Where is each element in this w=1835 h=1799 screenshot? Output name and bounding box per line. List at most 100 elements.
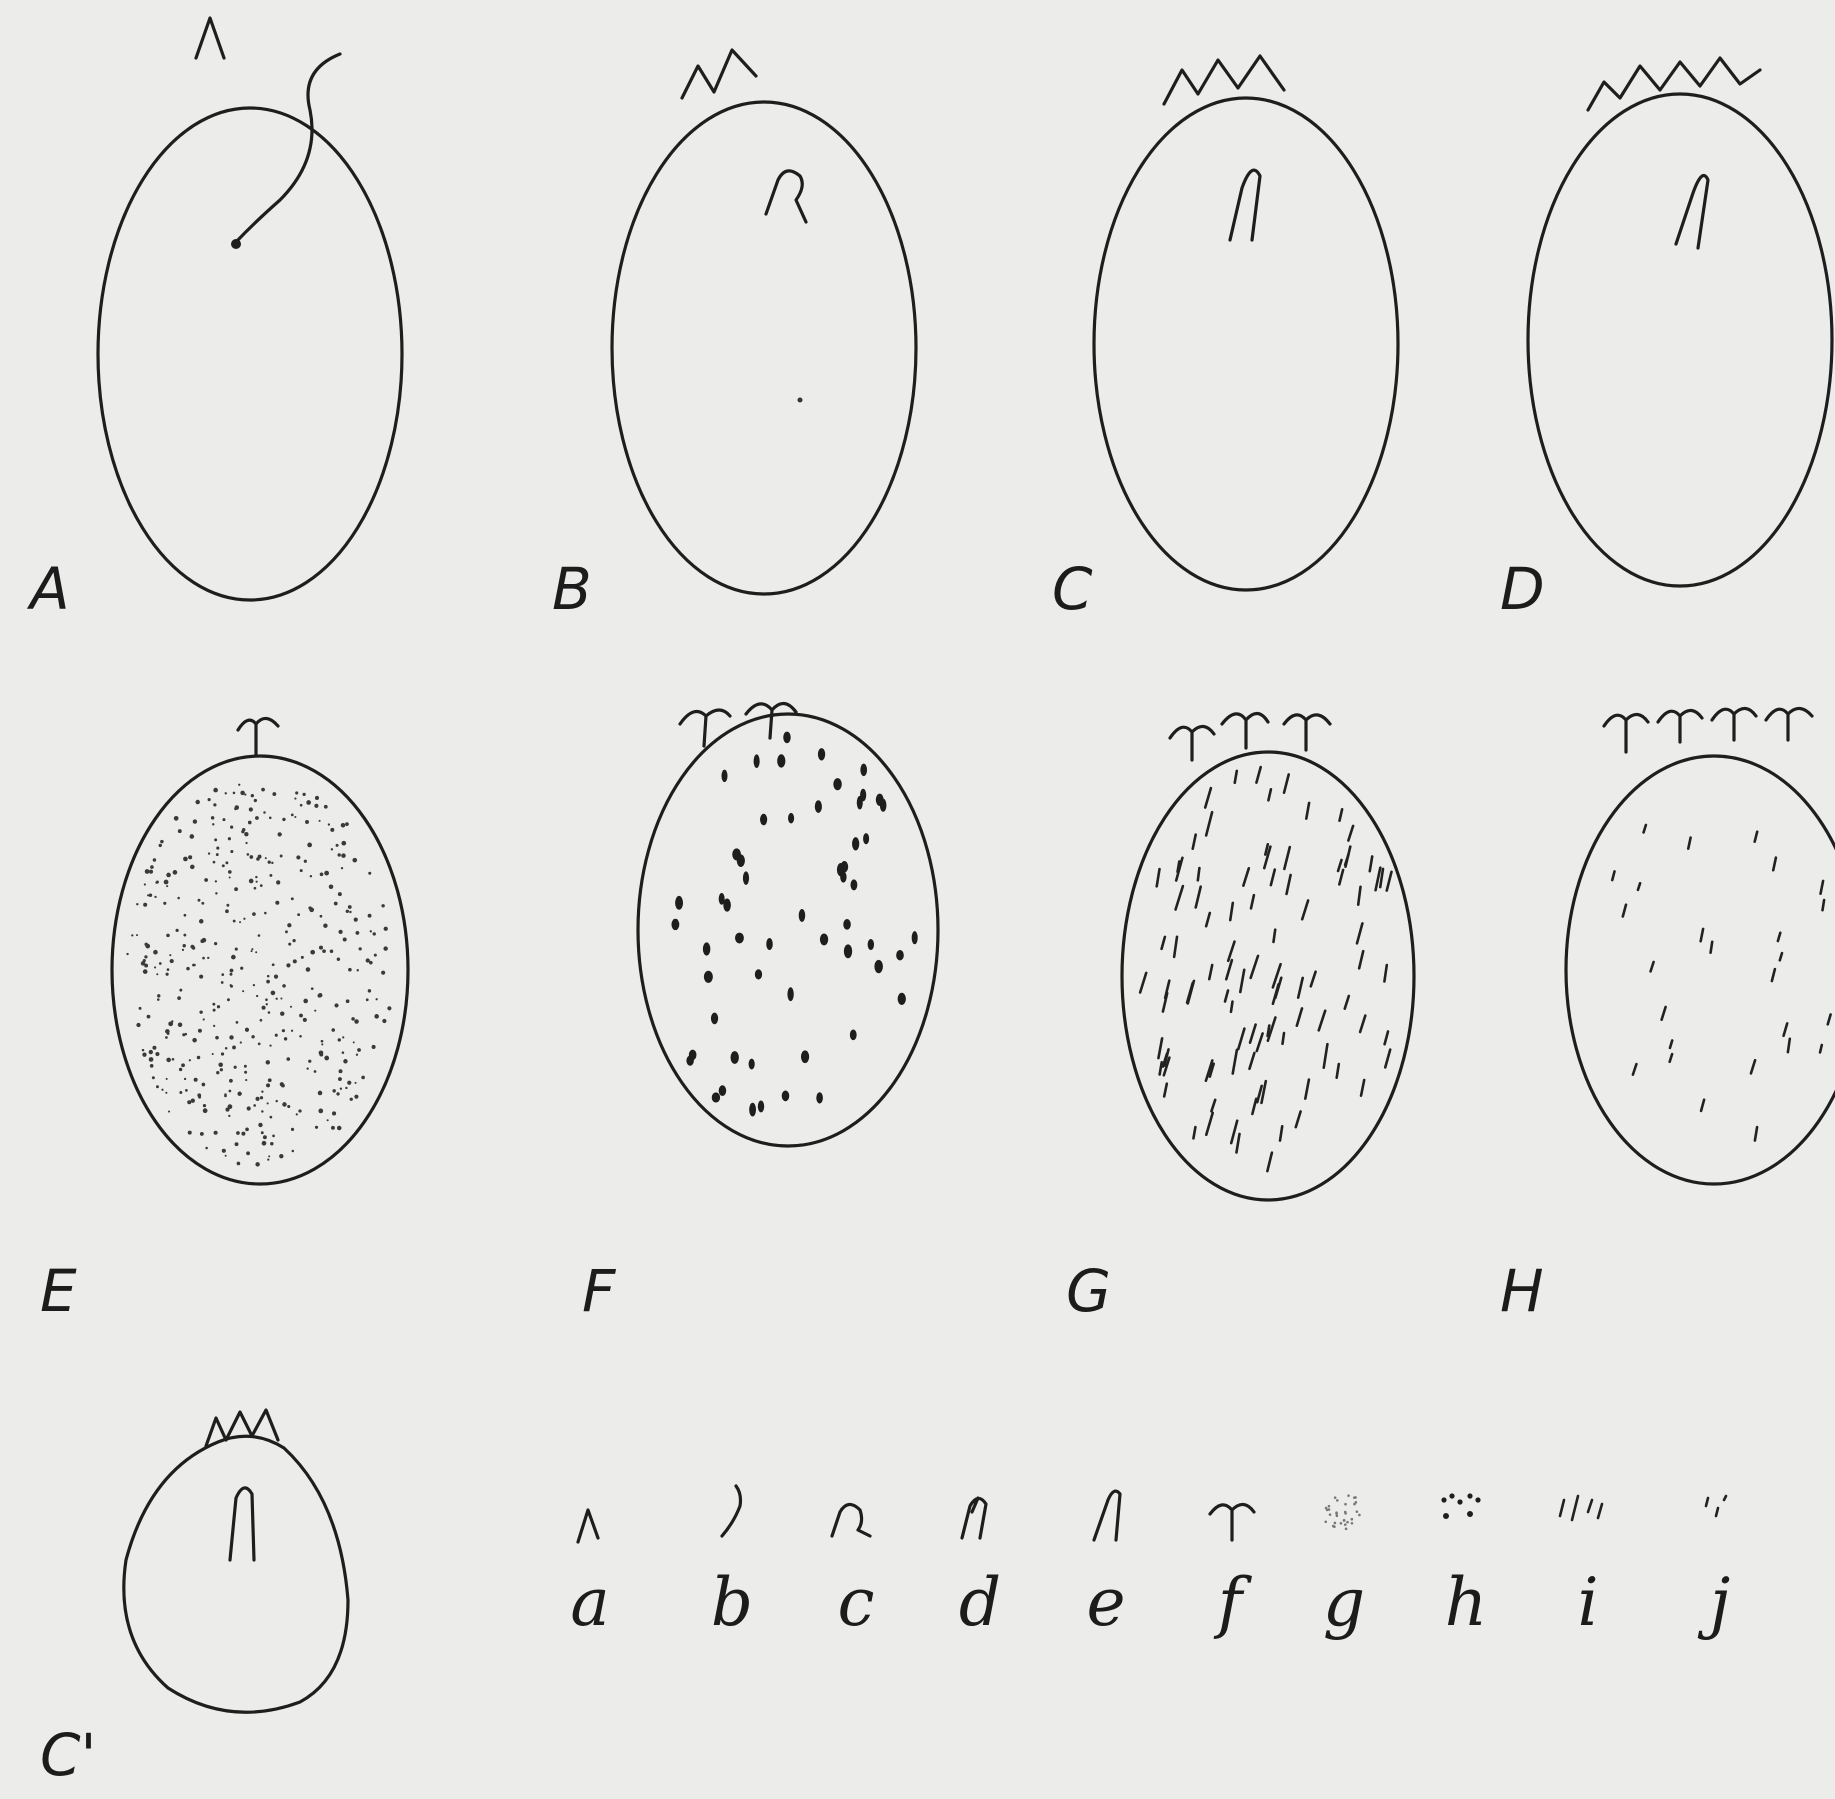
texture-dot [1335, 1512, 1338, 1515]
texture-dot [265, 857, 267, 859]
key-symbol-a [578, 1510, 598, 1542]
texture-dot [731, 1051, 739, 1064]
texture-dot [844, 944, 852, 958]
key-symbol-c [832, 1504, 870, 1536]
key-symbol-d [962, 1498, 986, 1538]
texture-dash [1211, 1100, 1215, 1112]
texture-dot [198, 1029, 202, 1033]
texture-dot [217, 1005, 220, 1008]
texture-dash [1612, 871, 1614, 880]
key-symbol-g [1324, 1494, 1360, 1530]
texture-dot [172, 1058, 175, 1061]
texture-dot [898, 993, 906, 1005]
texture-dot [857, 796, 863, 810]
texture-dot [350, 1098, 353, 1101]
texture-dot [1344, 1512, 1347, 1515]
texture-dot [324, 805, 328, 809]
texture-dot [178, 1023, 182, 1027]
key-letter-e: e [1076, 1570, 1136, 1636]
texture-dot [361, 1076, 365, 1080]
texture-dot [1334, 1496, 1337, 1499]
texture-dot [229, 876, 231, 878]
texture-dot [245, 1079, 247, 1081]
texture-dot [150, 1064, 154, 1068]
texture-dot [255, 951, 257, 953]
texture-dash [1651, 962, 1654, 971]
texture-dot [288, 943, 291, 946]
texture-dot [214, 1131, 218, 1135]
texture-dash [1256, 767, 1260, 782]
texture-dot [278, 832, 282, 836]
texture-dot [368, 989, 371, 992]
key-letter-h: h [1436, 1570, 1496, 1636]
texture-dot [233, 792, 236, 795]
texture-dot [343, 1059, 347, 1063]
texture-dot [268, 1011, 271, 1014]
texture-dot [280, 1082, 284, 1086]
texture-dash [1780, 953, 1782, 960]
texture-dot [291, 1128, 294, 1131]
texture-dot [1346, 1521, 1349, 1524]
texture-dot [374, 1014, 379, 1019]
texture-dot [743, 871, 749, 885]
texture-dot [157, 998, 160, 1001]
texture-dash [1298, 978, 1303, 998]
texture-dot [178, 829, 182, 833]
texture-dot [1336, 1499, 1339, 1502]
texture-dot [1343, 1519, 1346, 1522]
texture-dot [347, 1081, 351, 1085]
texture-dot [327, 1119, 329, 1121]
texture-dot [251, 1035, 254, 1038]
texture-dot [153, 950, 158, 955]
texture-dot [249, 807, 253, 811]
texture-dash [1193, 835, 1196, 849]
texture-dot [287, 923, 291, 927]
texture-dot [200, 1132, 204, 1136]
texture-dot [190, 834, 195, 839]
texture-dot [300, 804, 303, 807]
texture-dot [203, 1108, 208, 1113]
panel-label-d: D [1500, 560, 1545, 618]
texture-dot [671, 919, 679, 930]
texture-dot [1353, 1503, 1356, 1506]
texture-dot [383, 946, 387, 950]
texture-dot [315, 796, 319, 800]
texture-dot [253, 984, 255, 986]
texture-dot [382, 1019, 386, 1023]
texture-dot [169, 954, 171, 956]
texture-dash [1670, 1054, 1672, 1062]
texture-dot [154, 966, 156, 968]
texture-dot [237, 1092, 241, 1096]
texture-dot [840, 871, 846, 882]
texture-dot [145, 869, 150, 874]
texture-dash [1337, 1064, 1339, 1078]
texture-dot [381, 904, 384, 907]
texture-dot [177, 897, 180, 900]
texture-dot [269, 1044, 271, 1046]
texture-dot [339, 1069, 343, 1073]
texture-dash [1623, 905, 1626, 917]
texture-dot [264, 912, 267, 915]
texture-dot [331, 848, 333, 850]
texture-dot [282, 1029, 285, 1032]
texture-dash [1361, 1080, 1364, 1096]
texture-dash [1198, 868, 1200, 880]
texture-dot [319, 946, 323, 950]
texture-dot [188, 1131, 192, 1135]
texture-dash [1701, 929, 1703, 941]
texture-dash [1345, 996, 1349, 1009]
texture-dot [234, 887, 238, 891]
panel-label-g: G [1066, 1262, 1111, 1320]
texture-dot [783, 732, 791, 744]
texture-dash [1788, 1039, 1790, 1052]
texture-dash [1305, 1080, 1309, 1099]
texture-dot [236, 1021, 239, 1024]
texture-dot [280, 855, 283, 858]
texture-dash [1820, 1045, 1822, 1052]
texture-dot [191, 1099, 195, 1103]
texture-dash [1284, 775, 1289, 793]
texture-dash [1772, 969, 1775, 981]
texture-dot [229, 1090, 232, 1093]
texture-dot [157, 994, 160, 997]
